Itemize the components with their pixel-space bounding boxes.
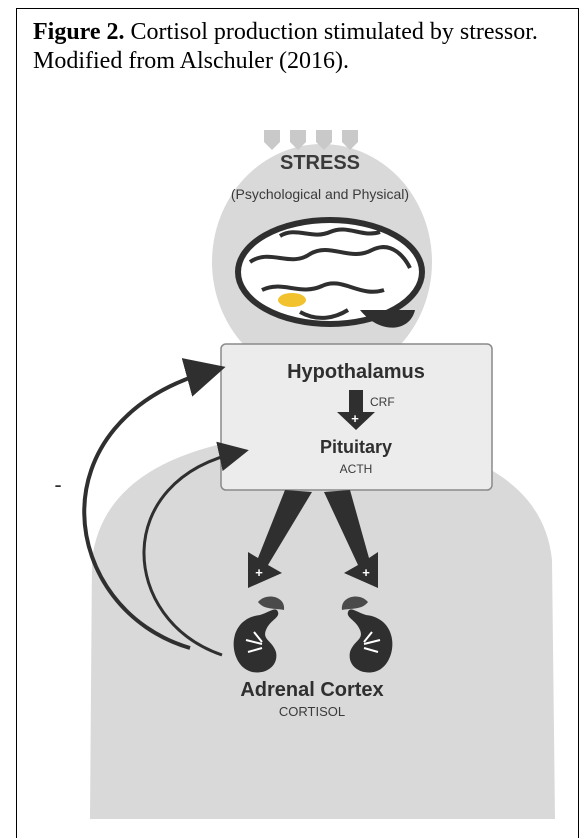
crf-label: CRF [370, 395, 395, 409]
hypothalamus-label: Hypothalamus [287, 361, 425, 383]
negative-feedback-sign: - [54, 472, 61, 497]
right-adrenal-plus: + [362, 565, 370, 580]
pituitary-label: Pituitary [320, 437, 392, 457]
cortisol-label: CORTISOL [279, 704, 345, 719]
stress-title: STRESS [280, 152, 360, 174]
adrenal-cortex-label: Adrenal Cortex [240, 679, 383, 701]
crf-plus: + [351, 411, 359, 426]
hpa-axis-diagram: STRESS (Psychological and Physical) Hypo… [0, 0, 584, 819]
left-adrenal-plus: + [255, 565, 263, 580]
stress-subtitle: (Psychological and Physical) [231, 186, 409, 202]
acth-label: ACTH [340, 462, 373, 476]
brain-icon [238, 220, 422, 328]
